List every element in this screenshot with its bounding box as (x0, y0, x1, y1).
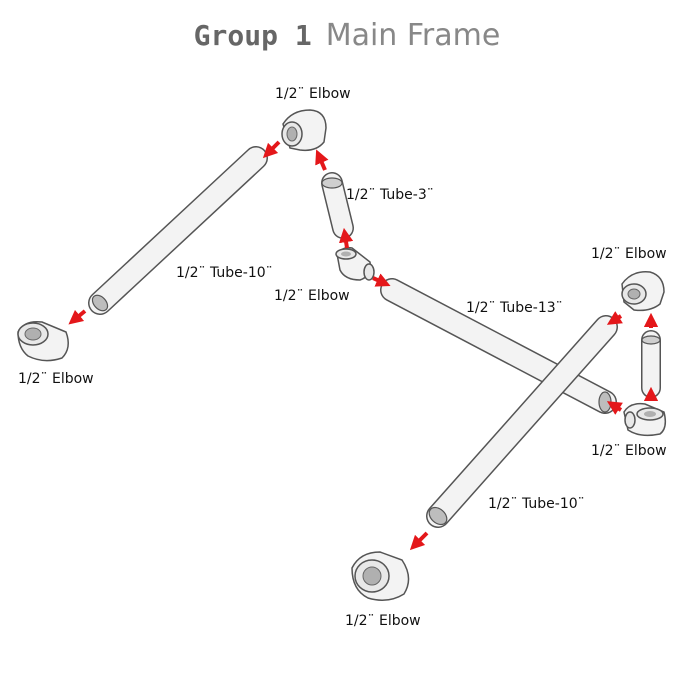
elbow-bottom (351, 551, 410, 601)
elbow-right-top (621, 271, 665, 312)
tube-10-right (426, 315, 618, 528)
label-elbow-right-top: 1/2¨ Elbow (591, 246, 667, 262)
arrow-elbow-right-bottom-to-tube13 (606, 401, 623, 415)
elbow-left (17, 320, 69, 362)
elbow-right-bottom (623, 402, 667, 437)
tube-vertical-right (641, 330, 661, 398)
tube-10-left (88, 146, 268, 315)
title-main-label: Main Frame (325, 18, 501, 53)
arrow-tube3-to-elbow-top (315, 149, 329, 171)
elbow-top (281, 109, 327, 152)
label-tube-13: 1/2¨ Tube-13¨ (466, 300, 563, 316)
assembly-arrows (68, 140, 659, 551)
label-tube-10-right: 1/2¨ Tube-10¨ (488, 496, 585, 512)
title-group-label: Group 1 (193, 19, 312, 52)
label-elbow-right-bottom: 1/2¨ Elbow (591, 443, 667, 459)
arrow-tube10-to-elbow-right-top (606, 311, 623, 325)
label-tube-10-left: 1/2¨ Tube-10¨ (176, 265, 273, 281)
label-elbow-top: 1/2¨ Elbow (275, 86, 351, 102)
arrow-elbow-middle-to-tube3 (338, 227, 354, 249)
arrow-elbow-middle-to-tube13 (372, 273, 391, 287)
label-elbow-bottom: 1/2¨ Elbow (345, 613, 421, 629)
page-title: Group 1 Main Frame (0, 18, 694, 53)
label-tube-3: 1/2¨ Tube-3¨ (346, 187, 434, 203)
tube-3 (321, 172, 354, 239)
label-elbow-left: 1/2¨ Elbow (18, 371, 94, 387)
elbow-middle (335, 246, 375, 281)
arrow-tube10-to-elbow-left (68, 309, 87, 325)
label-elbow-middle: 1/2¨ Elbow (274, 288, 350, 304)
arrow-tube10-to-elbow-bottom (409, 531, 429, 551)
arrow-tube10-to-elbow-top (262, 140, 281, 159)
